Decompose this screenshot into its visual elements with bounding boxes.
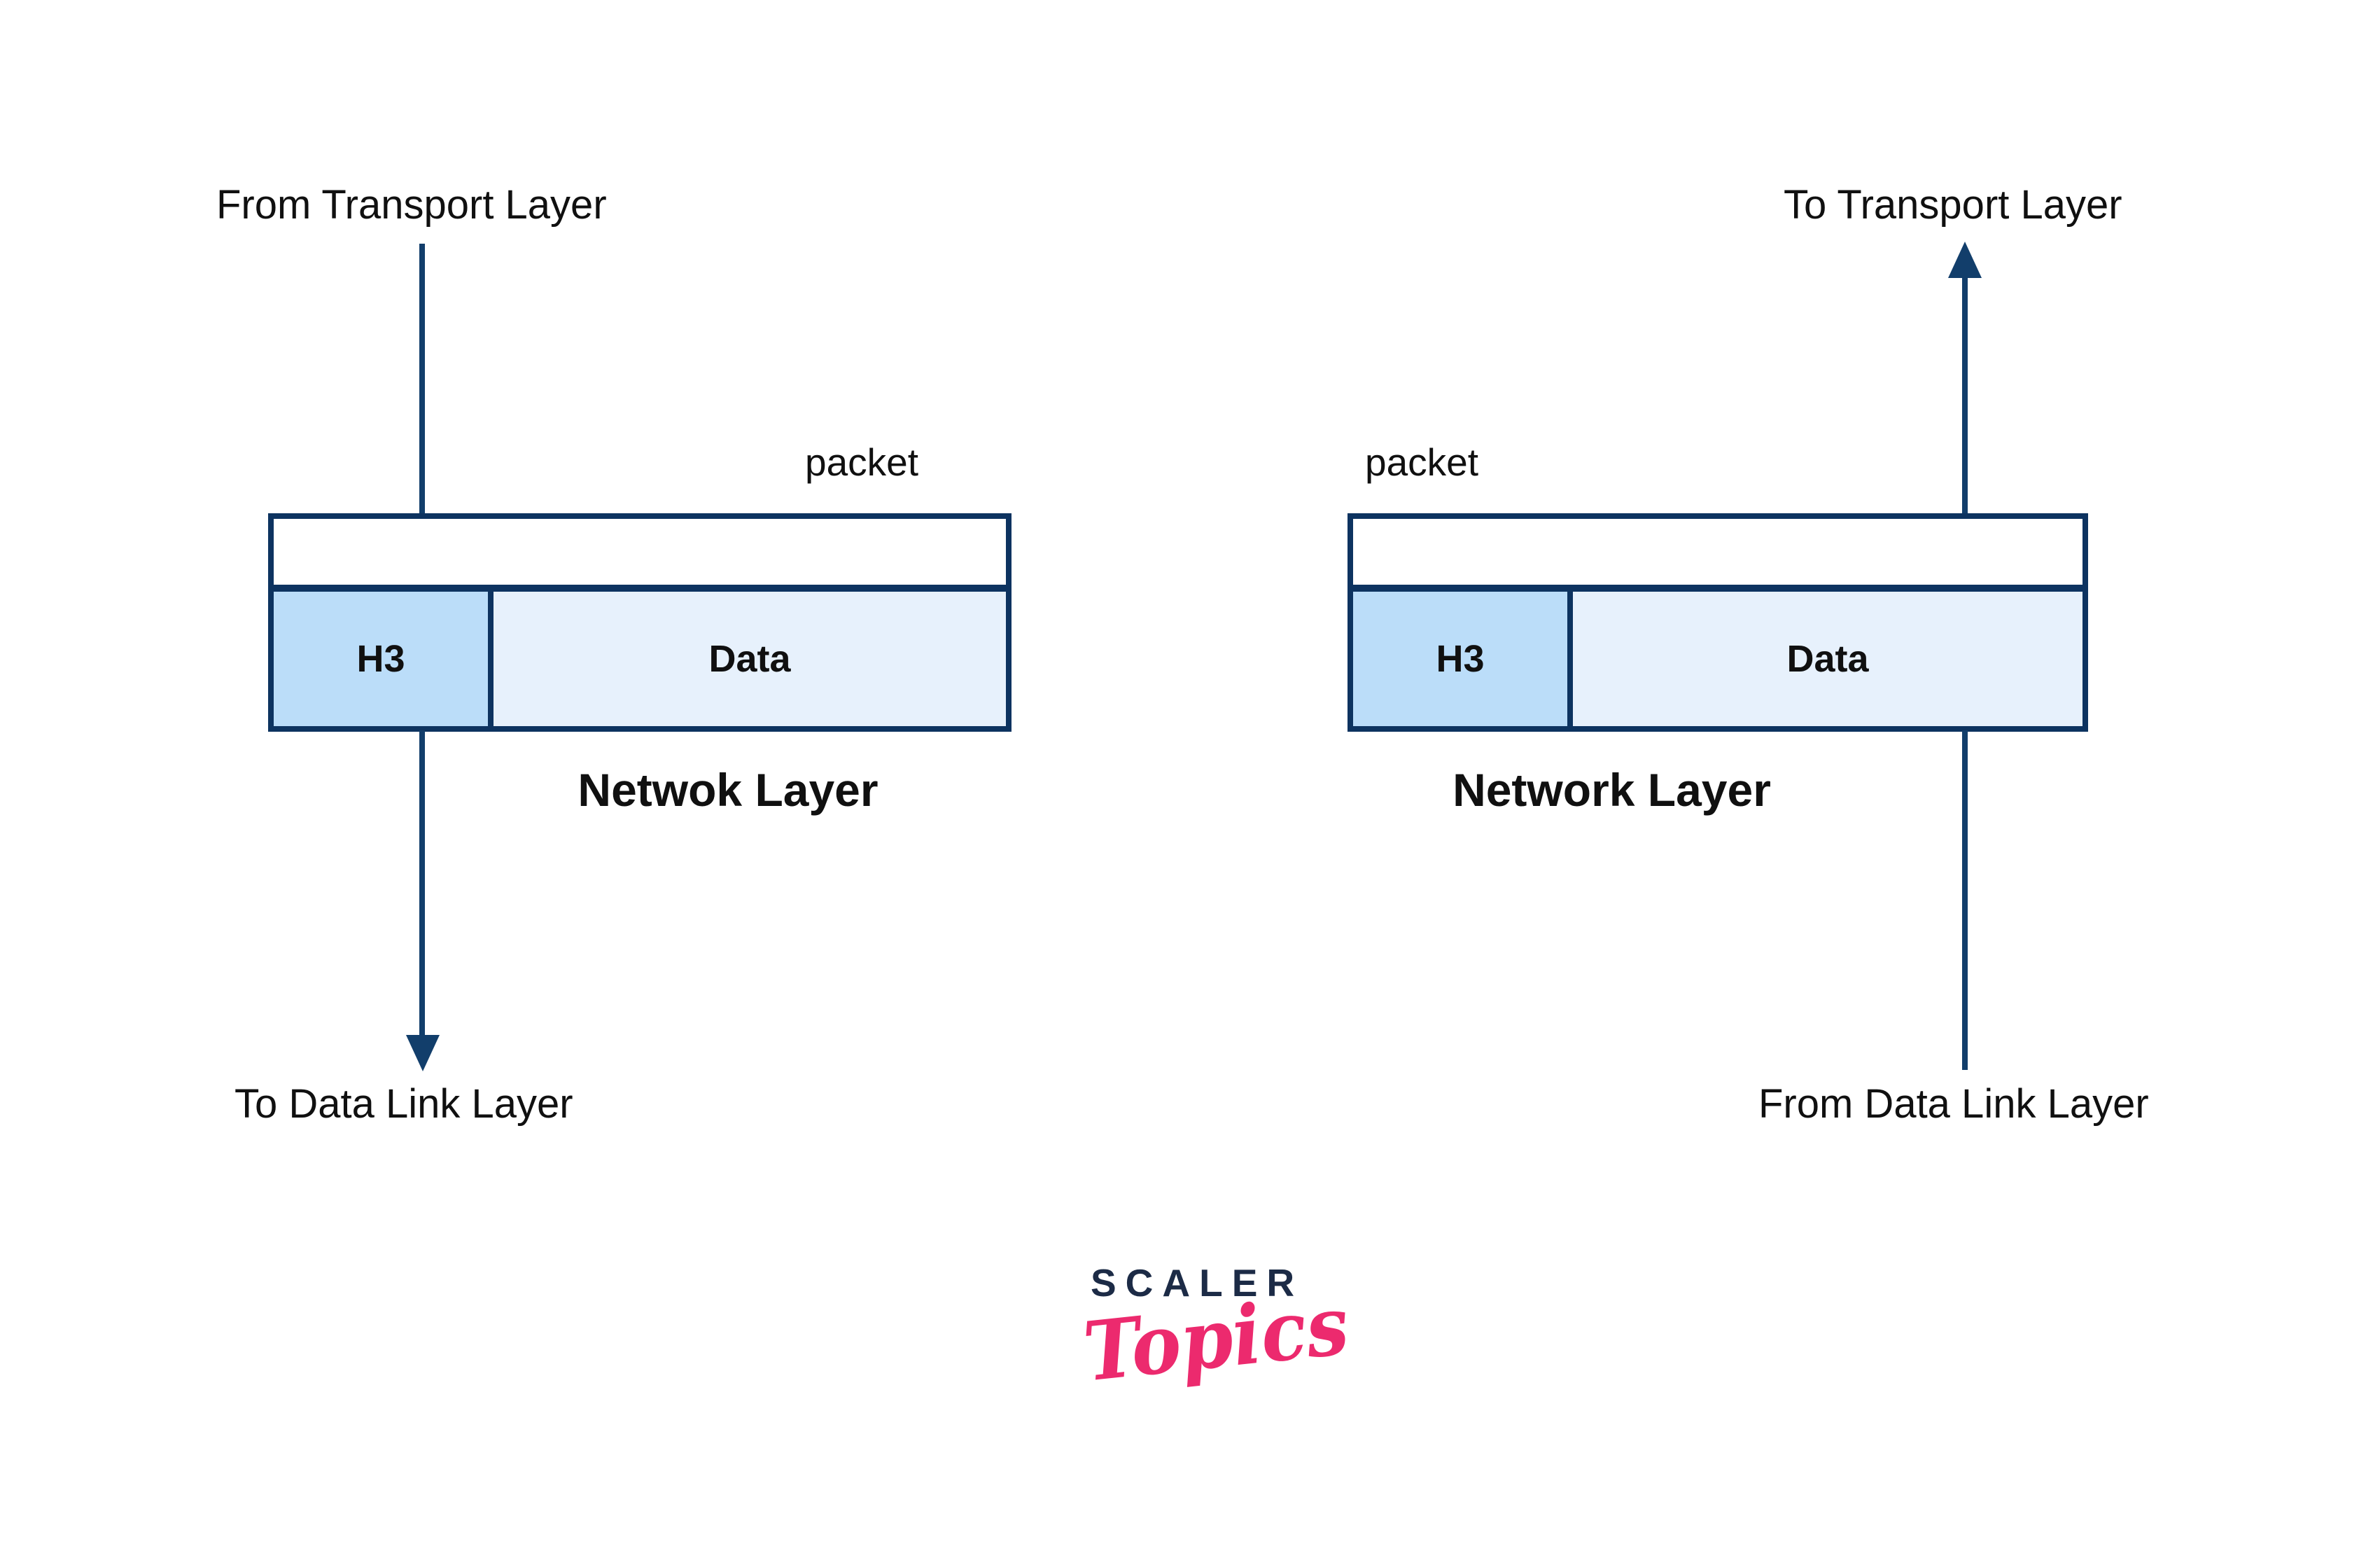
left-packet-row: H3 Data <box>274 585 1006 726</box>
left-to-datalink-label: To Data Link Layer <box>234 1081 573 1127</box>
left-h3-label: H3 <box>356 638 405 680</box>
arrow-up-icon <box>1948 242 1982 278</box>
left-data-label: Data <box>708 638 791 680</box>
right-packet-row: H3 Data <box>1353 585 2082 726</box>
right-from-datalink-label: From Data Link Layer <box>1758 1081 2149 1127</box>
left-packet-header-band <box>274 519 1006 585</box>
right-packet-label: packet <box>1365 440 1479 484</box>
right-layer-title: Network Layer <box>1452 764 1771 816</box>
right-h3-label: H3 <box>1436 638 1485 680</box>
right-up-line-lower <box>1962 730 1968 1070</box>
left-data-cell: Data <box>493 592 1006 726</box>
left-packet-box: H3 Data <box>268 513 1011 732</box>
right-h3-cell: H3 <box>1353 592 1573 726</box>
left-h3-cell: H3 <box>274 592 493 726</box>
right-up-line-upper <box>1962 275 1968 587</box>
arrow-down-icon <box>406 1035 440 1071</box>
right-data-label: Data <box>1786 638 1869 680</box>
left-down-line-lower <box>419 730 425 1036</box>
right-packet-header-band <box>1353 519 2082 585</box>
left-packet-label: packet <box>805 440 919 484</box>
right-packet-box: H3 Data <box>1348 513 2088 732</box>
left-from-transport-label: From Transport Layer <box>216 182 607 228</box>
left-down-line-upper <box>419 244 425 587</box>
right-data-cell: Data <box>1573 592 2082 726</box>
right-to-transport-label: To Transport Layer <box>1784 182 2122 228</box>
scaler-logo-wordmark: SCALER <box>1091 1261 1304 1305</box>
left-layer-title: Netwok Layer <box>578 764 878 816</box>
